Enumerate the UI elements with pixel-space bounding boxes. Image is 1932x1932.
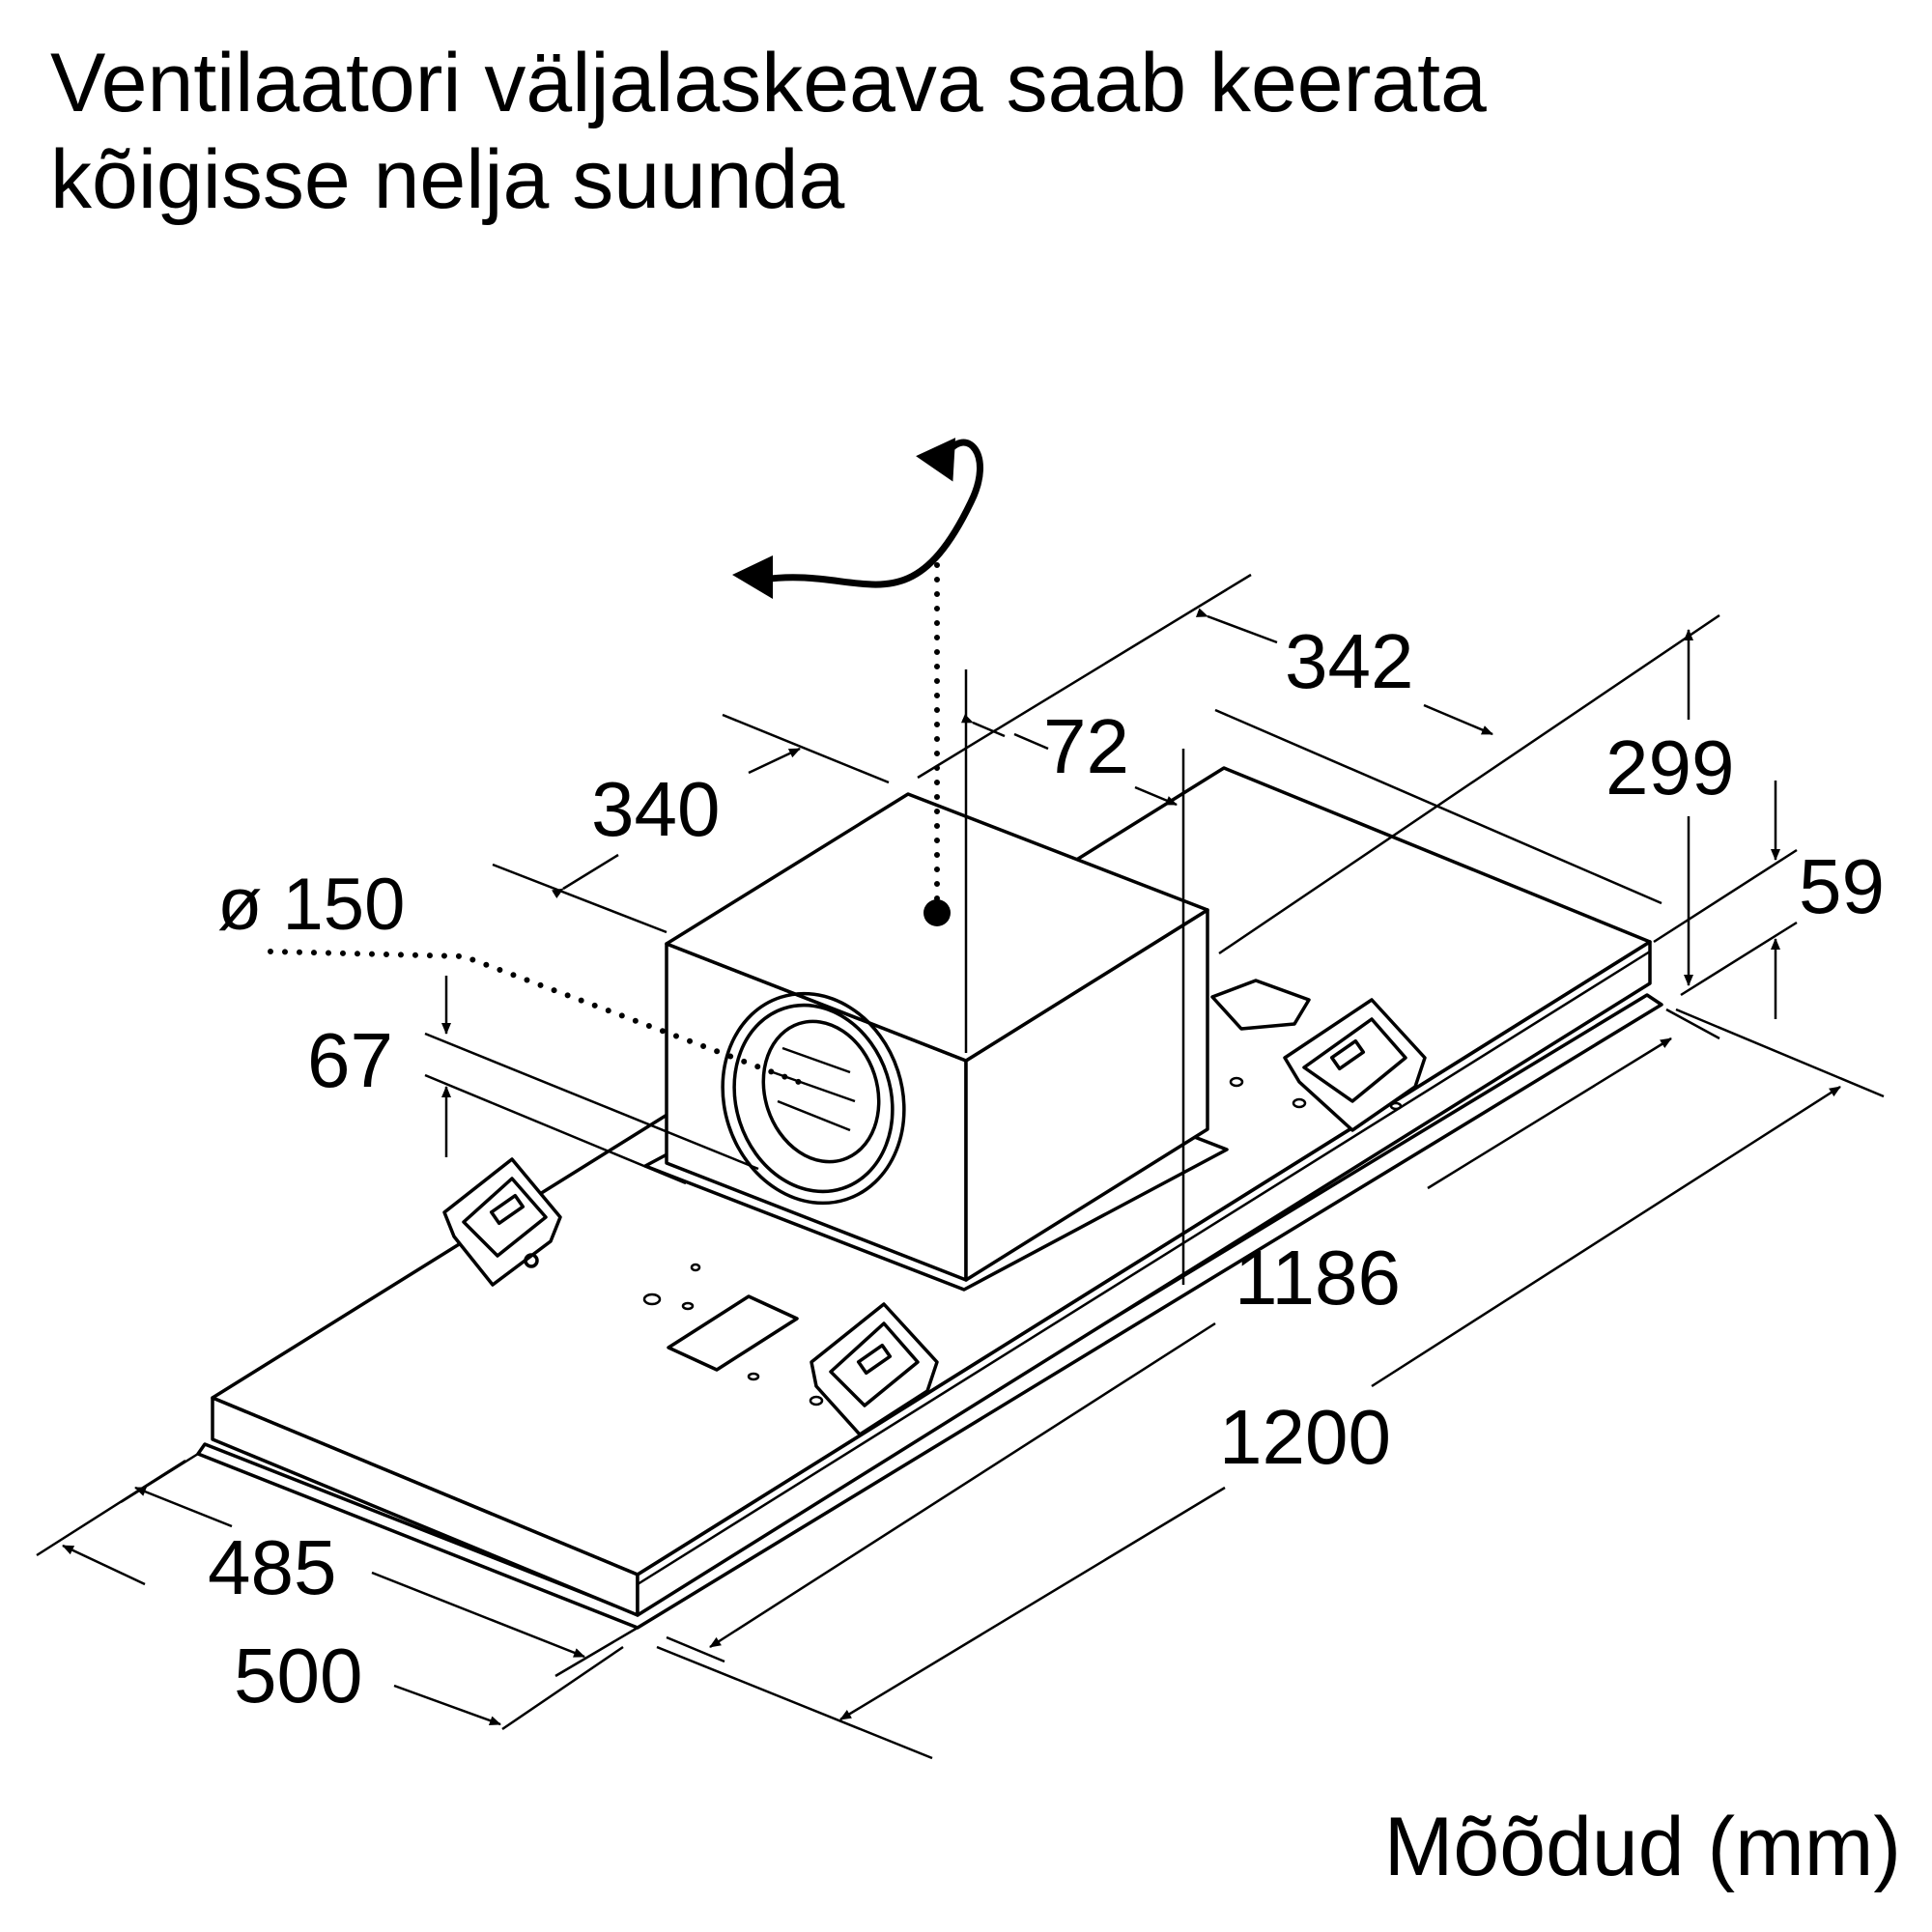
- svg-text:1200: 1200: [1219, 1394, 1391, 1480]
- svg-text:340: 340: [591, 766, 720, 852]
- svg-text:59: 59: [1799, 843, 1885, 929]
- dim-inner-depth: 485: [120, 1452, 639, 1678]
- title-line-1: Ventilaatori väljalaskeava saab keerata: [50, 37, 1487, 129]
- rotation-arrow-icon: [732, 438, 983, 599]
- units-label: Mõõdud (mm): [1383, 1801, 1901, 1893]
- dim-fan-width: 342: [917, 573, 1720, 955]
- svg-text:485: 485: [208, 1524, 336, 1610]
- dim-panel-height: 59: [1680, 781, 1885, 1019]
- svg-text:ø 150: ø 150: [217, 864, 405, 946]
- dim-outer-length: 1200: [656, 1008, 1885, 1760]
- svg-text:500: 500: [234, 1633, 362, 1719]
- dim-outer-depth: 500: [36, 1459, 624, 1731]
- dim-outlet-diameter: ø 150: [217, 864, 405, 946]
- dim-outlet-height: 67: [307, 976, 759, 1185]
- rotation-pivot: [923, 899, 951, 926]
- dim-total-height: 299: [1605, 629, 1798, 986]
- title-line-2: kõigisse nelja suunda: [50, 133, 845, 226]
- svg-text:72: 72: [1043, 703, 1129, 789]
- mounting-bracket-icon: [442, 979, 1427, 1436]
- dim-fan-depth: 340: [492, 713, 890, 934]
- diagram-title: Ventilaatori väljalaskeava saab keerata …: [50, 35, 1487, 228]
- svg-text:342: 342: [1285, 618, 1413, 704]
- dim-fan-offset: 72: [960, 669, 1185, 1285]
- svg-text:1186: 1186: [1235, 1235, 1401, 1321]
- svg-text:299: 299: [1605, 724, 1734, 810]
- dim-inner-length: 1186: [666, 1008, 1720, 1663]
- svg-text:67: 67: [307, 1017, 393, 1103]
